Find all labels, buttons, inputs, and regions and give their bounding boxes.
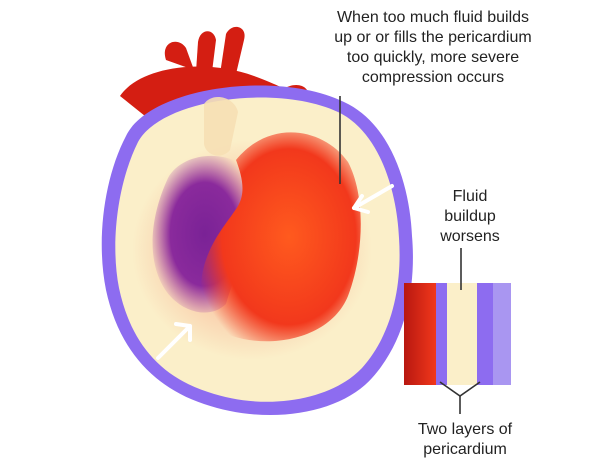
- layers-bracket: [439, 381, 481, 414]
- compression-note-label: When too much fluid builds up or or fill…: [280, 8, 586, 88]
- fluid-buildup-line: buildup: [444, 208, 496, 225]
- compression-arrow-right: [352, 184, 394, 214]
- fluid-buildup-line: worsens: [440, 228, 500, 245]
- fluid-buildup-line: Fluid: [452, 188, 488, 205]
- compression-note-line: too quickly, more severe: [346, 49, 520, 66]
- two-layers-label: Two layers of pericardium: [392, 420, 538, 460]
- fluid-buildup-label: Fluid buildup worsens: [416, 187, 524, 247]
- compression-note-line: When too much fluid builds: [336, 9, 530, 26]
- compression-arrow-left: [156, 322, 192, 360]
- two-layers-line: pericardium: [423, 441, 507, 458]
- two-layers-line: Two layers of: [417, 421, 513, 438]
- heart: [132, 97, 372, 360]
- layers-cross-section: [404, 283, 511, 385]
- compression-note-line: up or or fills the pericardium: [334, 29, 532, 46]
- aorta-stub: [204, 97, 238, 156]
- compression-note-line: compression occurs: [361, 69, 505, 86]
- heart-right-ventricle: [201, 132, 361, 342]
